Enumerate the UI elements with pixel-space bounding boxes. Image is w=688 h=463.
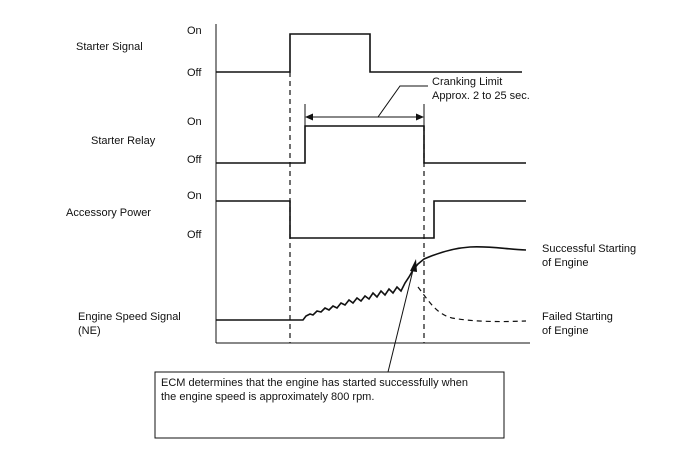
success-label-line1: Successful Starting — [542, 243, 636, 255]
cranking-limit-arrowhead-left — [305, 113, 313, 121]
starter-signal-label: Starter Signal — [76, 41, 143, 53]
starter-relay-label: Starter Relay — [91, 135, 156, 147]
note-box — [154, 371, 505, 439]
accessory-power-off-label: Off — [187, 229, 202, 241]
note-pointer-line — [387, 265, 415, 373]
cranking-limit-arrowhead-right — [416, 113, 424, 121]
starter-relay-trace — [216, 125, 526, 164]
engine-speed-label: Engine Speed Signal — [78, 311, 181, 323]
accessory-power-trace — [216, 200, 526, 239]
engine-speed-success-trace — [216, 246, 527, 321]
accessory-power-label: Accessory Power — [66, 207, 151, 219]
engine-speed-label-ne: (NE) — [78, 325, 101, 337]
note-line2: the engine speed is approximately 800 rp… — [161, 391, 374, 403]
cranking-limit-leader — [377, 85, 428, 118]
cranking-limit-duration: Approx. 2 to 25 sec. — [432, 90, 530, 102]
engine-speed-failure-trace — [417, 286, 527, 323]
failure-label-line1: Failed Starting — [542, 311, 613, 323]
starter-signal-trace — [216, 33, 522, 73]
cranking-limit-title: Cranking Limit — [432, 76, 502, 88]
note-pointer-arrowhead — [410, 259, 417, 272]
note-line1: ECM determines that the engine has start… — [161, 377, 468, 389]
failure-label-line2: of Engine — [542, 325, 588, 337]
starter-relay-on-label: On — [187, 116, 202, 128]
accessory-power-on-label: On — [187, 190, 202, 202]
success-label-line2: of Engine — [542, 257, 588, 269]
starter-signal-off-label: Off — [187, 67, 202, 79]
starter-signal-on-label: On — [187, 25, 202, 37]
starter-relay-off-label: Off — [187, 154, 202, 166]
